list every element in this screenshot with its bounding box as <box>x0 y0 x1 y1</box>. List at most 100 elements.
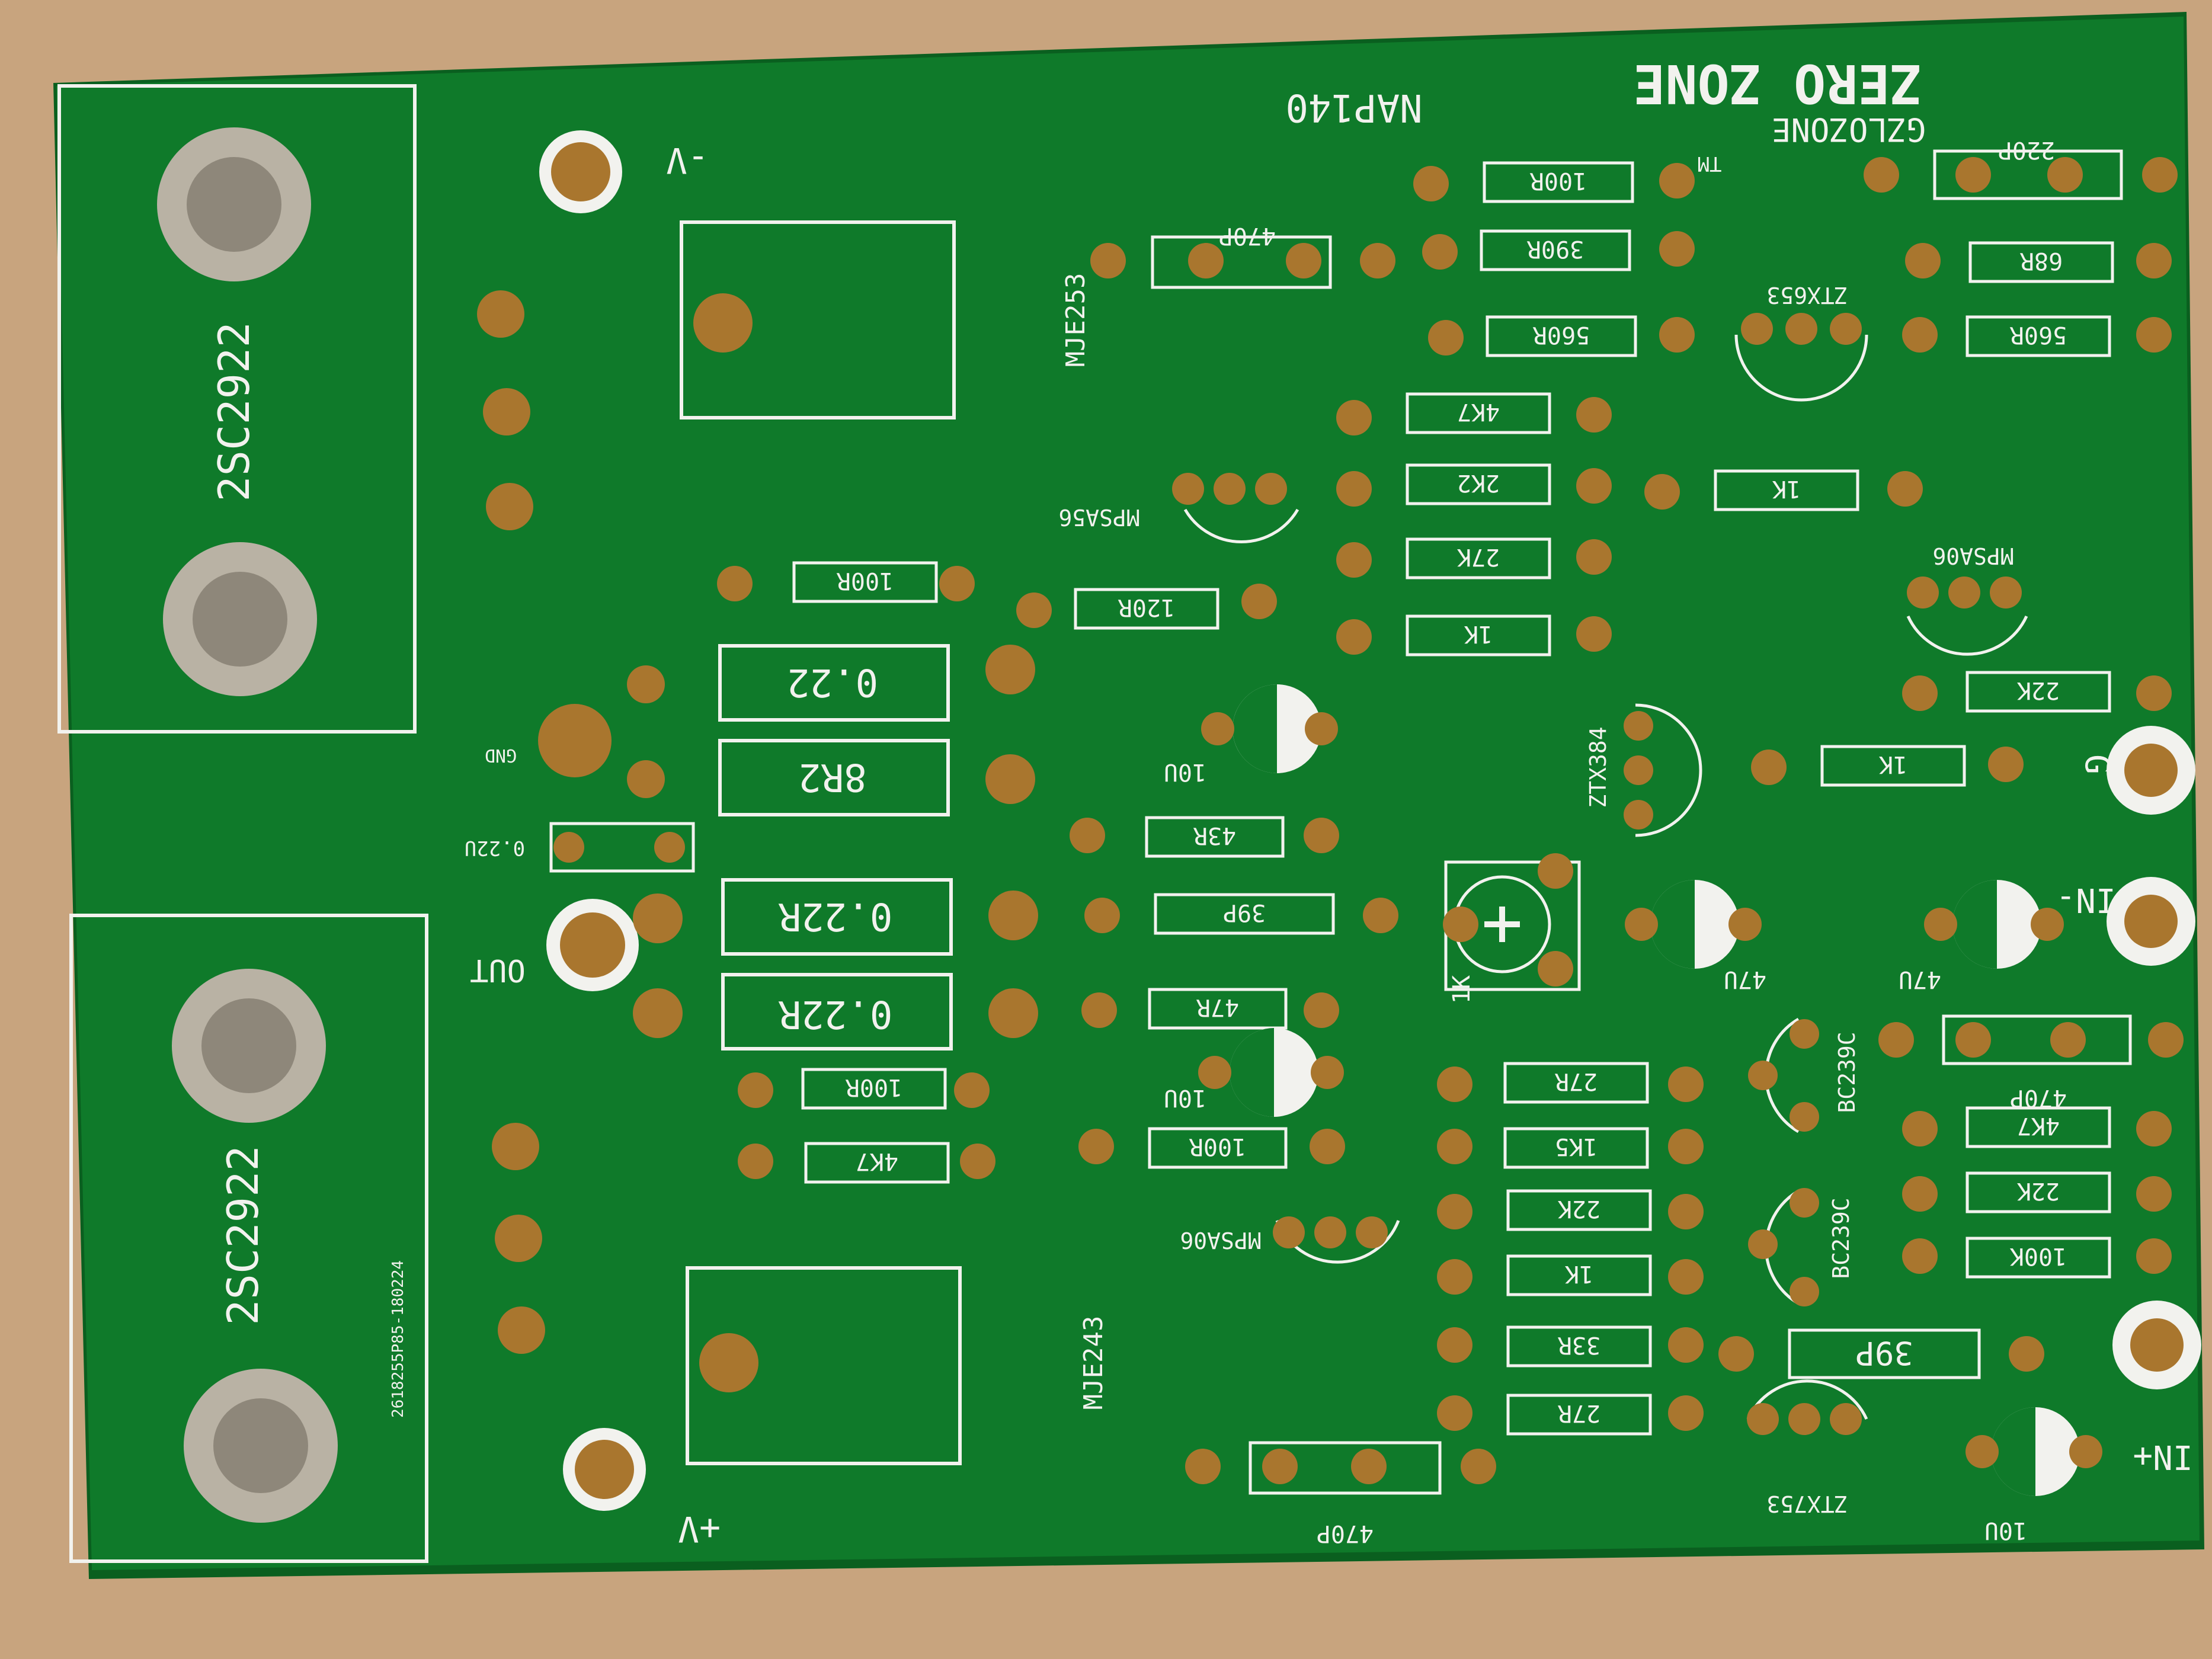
ceramic-cap-pads <box>1090 157 2184 1484</box>
resistor-label: 27R <box>1557 1399 1600 1427</box>
resistor-label: 22K <box>2017 677 2060 704</box>
resistor-label: 39P <box>1855 1334 1913 1372</box>
driver-outline <box>680 220 956 419</box>
transistor-outline-top <box>57 84 417 734</box>
resistor-labels: 100R 390R 560R 4K7 2K2 27K 1K 100R 120R … <box>836 167 2067 1427</box>
resistor-label: 4K7 <box>1457 398 1500 425</box>
resistor-label: 27K <box>1457 543 1500 571</box>
resistor-label: 100K <box>2010 1242 2067 1270</box>
resistor-bodies <box>792 161 2114 1436</box>
electrolytic-labels: 10U 10U 47U 47U 10U <box>1164 758 2027 1544</box>
trademark-mark: TM <box>1698 152 1722 175</box>
cap-label: 10U <box>1984 1517 2027 1544</box>
resistor-label: 2K2 <box>1457 469 1500 497</box>
resistor-label: 27R <box>1554 1068 1598 1095</box>
transistor-outline-bottom <box>69 914 428 1563</box>
ceramic-cap-labels: 470P 220P 470P 470P <box>1219 136 2067 1547</box>
transistor-label: ZTX384 <box>1585 726 1611 808</box>
terminal-neg-supply <box>539 130 622 213</box>
film-cap-label: 0.22U <box>465 836 525 860</box>
cap-label: 10U <box>1164 758 1206 786</box>
driver-outline <box>686 1266 962 1465</box>
transistor-pads <box>477 290 545 1354</box>
mount-hole <box>184 1369 338 1523</box>
power-resistor <box>633 973 1038 1051</box>
resistor-label: 68R <box>2019 247 2063 274</box>
resistor-pads <box>717 163 2172 1431</box>
resistor-label: 1K <box>1772 475 1801 502</box>
resistor-label: 33R <box>1557 1331 1600 1359</box>
power-resistor-label: 0.22 <box>787 660 878 704</box>
electrolytic-caps <box>1198 684 2102 1496</box>
terminal-ground <box>538 704 612 777</box>
terminal-label: OUT <box>470 952 526 988</box>
small-transistor-labels: MPSA56 MPSA06 MPSA06 ZTX653 ZTX753 ZTX38… <box>1058 282 2013 1517</box>
resistor-label: 120R <box>1118 594 1175 621</box>
resistor-label: 1K5 <box>1555 1133 1598 1160</box>
driver-mount-hole <box>699 1333 758 1392</box>
pcb-code: 2618255P85-180224 <box>389 1260 407 1418</box>
resistor-label: 22K <box>1558 1195 1600 1222</box>
mount-hole <box>172 969 326 1123</box>
resistor-label: 100R <box>1189 1133 1246 1160</box>
model-name: NAP140 <box>1285 85 1422 129</box>
film-cap <box>549 822 695 873</box>
trimmer-pot <box>1443 853 1581 991</box>
terminal-label: +V <box>678 1508 721 1549</box>
pcb-board <box>56 17 2200 1570</box>
transistor-label: MPSA06 <box>1932 543 2013 569</box>
trimmer-label: 1K <box>1448 975 1475 1004</box>
transistor-label: ZTX753 <box>1766 1491 1848 1517</box>
resistor-label: 43R <box>1193 822 1236 849</box>
cap-label: 47U <box>1724 966 1766 993</box>
ceramic-cap-outlines <box>1151 149 2132 1495</box>
cap-label: 220P <box>1998 136 2055 164</box>
mount-hole <box>157 127 311 281</box>
cap-label: 470P <box>1219 222 1276 249</box>
transistor-label-bottom: 2SC2922 <box>218 1145 268 1325</box>
mount-hole <box>163 542 317 696</box>
power-resistor-label: 0.22R <box>778 992 892 1036</box>
driver-label: MJE243 <box>1078 1316 1109 1410</box>
power-resistor-label: 8R2 <box>798 755 867 799</box>
cap-label: 470P <box>2010 1084 2067 1112</box>
resistor-label: 560R <box>2009 321 2067 348</box>
terminal-label: -V <box>666 139 709 181</box>
resistor-label: 1K <box>1879 751 1907 778</box>
terminal-input-pos <box>2112 1301 2201 1389</box>
resistor-label: 100R <box>1529 167 1587 194</box>
power-resistor <box>633 878 1038 956</box>
transistor-label-top: 2SC2922 <box>209 322 259 501</box>
cap-label: 10U <box>1164 1084 1206 1112</box>
terminal-label: G <box>2077 754 2116 774</box>
resistor-label: 47R <box>1196 994 1239 1021</box>
terminal-label: GND <box>485 745 517 766</box>
resistor-label: 4K7 <box>856 1148 898 1175</box>
driver-label: MJE253 <box>1061 273 1091 367</box>
resistor-label: 22K <box>2017 1177 2060 1205</box>
resistor-label: 39P <box>1223 899 1266 926</box>
driver-mount-hole <box>693 293 753 353</box>
transistor-label: ZTX653 <box>1766 282 1848 308</box>
transistor-label: MPSA56 <box>1058 504 1139 530</box>
transistor-label: MPSA06 <box>1180 1227 1261 1253</box>
terminal-label: IN- <box>2056 880 2115 919</box>
resistor-label: 4K7 <box>2017 1112 2060 1139</box>
resistor-label: 390R <box>1526 235 1584 262</box>
cap-label: 470P <box>1317 1520 1374 1547</box>
brand-text: GZLOZONE <box>1772 111 1926 148</box>
resistor-label: 560R <box>1532 321 1590 348</box>
terminal-output <box>546 899 639 991</box>
logo-zero-zone: ZERO ZONE <box>1633 52 1922 114</box>
power-resistor <box>627 644 1035 722</box>
terminal-input-neg <box>2107 877 2195 966</box>
resistor-label: 1K <box>1565 1260 1593 1288</box>
resistor-label: 100R <box>836 567 894 594</box>
power-resistor-label: 0.22R <box>778 894 892 938</box>
terminal-signal-ground <box>2107 726 2195 815</box>
terminal-label: IN+ <box>2133 1437 2192 1476</box>
transistor-label: BC239C <box>1828 1197 1854 1279</box>
resistor-label: 100R <box>845 1074 902 1101</box>
power-resistor <box>627 739 1035 816</box>
